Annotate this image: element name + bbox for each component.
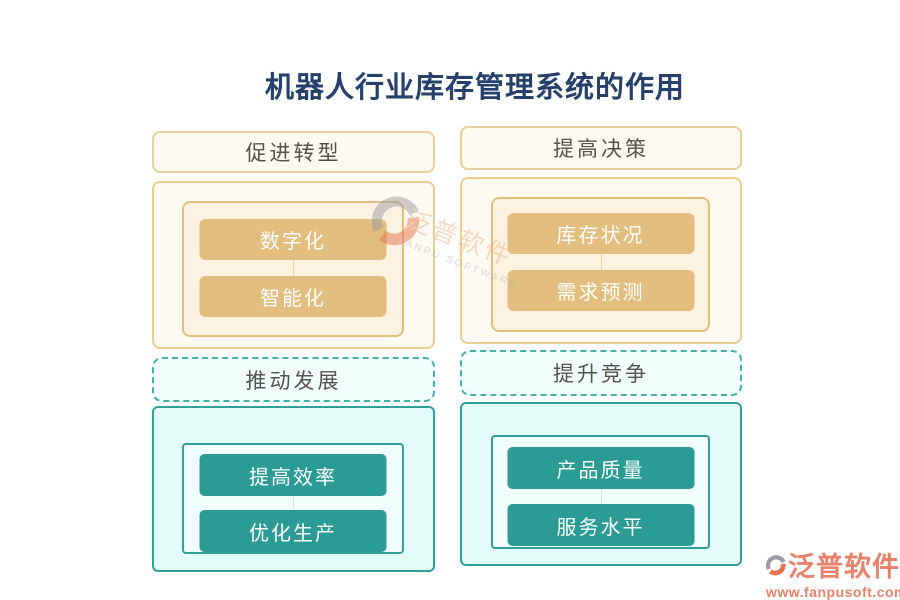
section-body: 提高效率 优化生产 [152, 406, 435, 572]
item-improve-efficiency: 提高效率 [199, 454, 387, 496]
item-optimize-production: 优化生产 [199, 510, 387, 552]
section-header-promote-transformation: 促进转型 [152, 131, 435, 173]
section-header-improve-decision: 提高决策 [460, 126, 742, 170]
section-promote-development: 推动发展 提高效率 优化生产 [152, 357, 435, 572]
item-inventory-status: 库存状况 [507, 213, 694, 254]
section-header-enhance-competition: 提升竞争 [460, 350, 742, 396]
watermark-corner: 泛普软件 www.fanpusoft.com [766, 545, 900, 600]
section-inner-panel: 数字化 智能化 [182, 201, 404, 337]
item-product-quality: 产品质量 [507, 447, 694, 489]
section-enhance-competition: 提升竞争 产品质量 服务水平 [460, 350, 742, 566]
section-promote-transformation: 促进转型 数字化 智能化 [152, 131, 435, 349]
item-connector-line [600, 254, 602, 270]
watermark-url-text: www.fanpusoft.com [766, 584, 900, 600]
item-connector-line [600, 489, 602, 504]
section-improve-decision: 提高决策 库存状况 需求预测 [460, 126, 742, 344]
fanpu-logo-icon [766, 554, 786, 575]
item-intelligence: 智能化 [199, 276, 387, 317]
section-inner-panel: 产品质量 服务水平 [491, 435, 710, 549]
item-connector-line [293, 260, 294, 276]
section-body: 产品质量 服务水平 [460, 402, 742, 566]
item-connector-line [293, 496, 294, 510]
item-service-level: 服务水平 [507, 504, 694, 546]
section-header-promote-development: 推动发展 [152, 357, 435, 402]
section-inner-panel: 库存状况 需求预测 [491, 197, 710, 332]
section-body: 数字化 智能化 [152, 181, 435, 349]
item-digitalization: 数字化 [199, 219, 387, 260]
page-title: 机器人行业库存管理系统的作用 [264, 72, 685, 104]
item-demand-forecast: 需求预测 [507, 270, 694, 311]
watermark-brand-text: 泛普软件 [788, 552, 900, 582]
section-body: 库存状况 需求预测 [460, 177, 742, 344]
section-inner-panel: 提高效率 优化生产 [182, 443, 404, 554]
